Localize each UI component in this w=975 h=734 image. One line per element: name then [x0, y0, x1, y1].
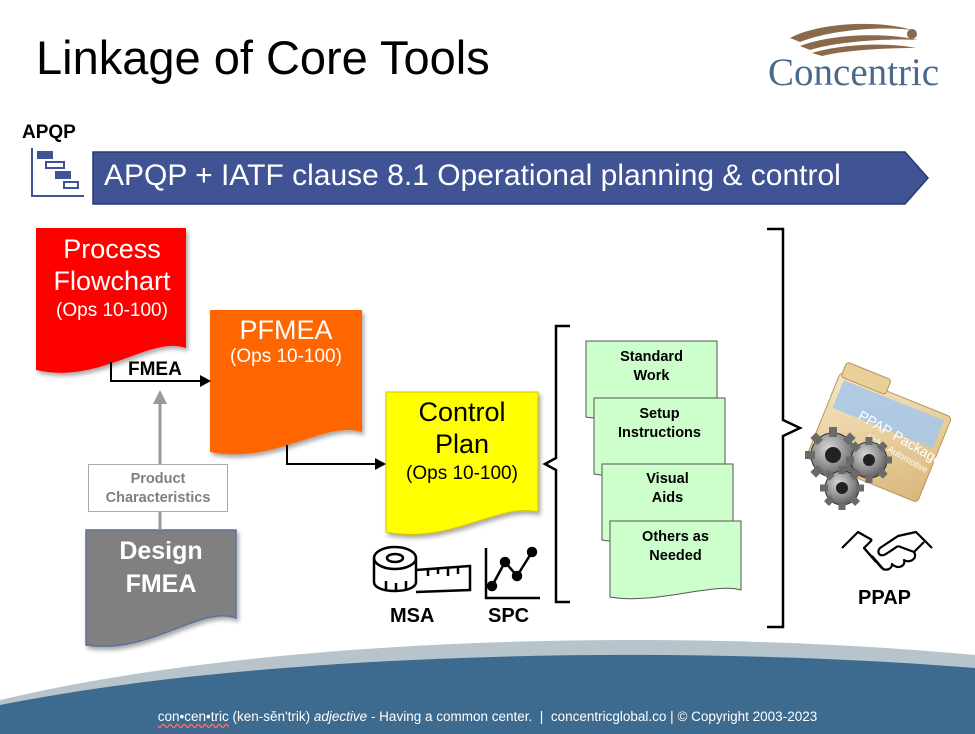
- handshake-icon: [841, 530, 933, 571]
- card-others-text: Others as Needed: [610, 528, 741, 566]
- process-flowchart-ops: (Ops 10-100): [56, 299, 168, 321]
- big-bracket: [767, 227, 803, 629]
- card-line1: Others as: [642, 529, 709, 545]
- cards-stack: [585, 340, 742, 600]
- product-characteristics-box: Product Characteristics: [88, 464, 228, 512]
- pfmea-ops: (Ops 10-100): [230, 346, 342, 368]
- card-others: [609, 520, 742, 600]
- spc-chart-icon: [484, 546, 540, 600]
- process-flowchart-line1: Process: [63, 234, 161, 264]
- pfmea-line1: PFMEA: [239, 315, 333, 345]
- gears-icon: [805, 427, 892, 510]
- footer-word: con•cen•tric: [157, 709, 229, 724]
- control-plan-doc: [385, 391, 539, 535]
- pfmea-doc: [210, 310, 362, 455]
- footer-pronunciation: (ken-sĕn'trik): [232, 709, 311, 724]
- card-line2: Needed: [649, 548, 702, 564]
- card-line1: Standard: [620, 349, 683, 365]
- design-fmea-text: Design FMEA: [86, 535, 236, 600]
- process-flowchart-text: Process Flowchart (Ops 10-100): [36, 233, 188, 323]
- fmea-label: FMEA: [128, 359, 182, 380]
- control-plan-line1: Control: [418, 397, 506, 427]
- footer-part-of-speech: adjective: [313, 709, 368, 724]
- product-characteristics-line2: Characteristics: [105, 490, 211, 506]
- process-flowchart-doc: [36, 228, 186, 373]
- banner-arrow: [92, 151, 930, 205]
- footer-definition: - Having a common center.: [370, 709, 533, 724]
- control-plan-ops: (Ops 10-100): [406, 462, 518, 484]
- footer: con•cen•tric (ken-sĕn'trik) adjective - …: [0, 709, 975, 724]
- cards-bracket: [542, 324, 570, 604]
- card-line2: Work: [633, 368, 670, 384]
- product-characteristics-line1: Product: [130, 471, 186, 487]
- card-visual-aids-text: Visual Aids: [602, 470, 733, 508]
- logo-swoosh-icon: [790, 23, 918, 56]
- card-line2: Aids: [651, 490, 684, 506]
- slide-title: Linkage of Core Tools: [36, 31, 490, 84]
- card-line1: Visual: [646, 471, 689, 487]
- card-line2: Instructions: [618, 425, 701, 441]
- design-fmea-line2: FMEA: [125, 569, 197, 598]
- design-fmea-line1: Design: [119, 537, 203, 565]
- ppap-label: PPAP: [858, 587, 911, 609]
- footer-copyright: © Copyright 2003-2023: [677, 709, 818, 724]
- control-plan-line2: Plan: [434, 429, 490, 460]
- footer-band: [0, 654, 975, 734]
- design-fmea-doc: [85, 529, 237, 648]
- footer-separator: |: [670, 709, 674, 724]
- logo: Concentric: [768, 51, 940, 94]
- footer-separator: |: [539, 709, 544, 724]
- msa-label: MSA: [390, 605, 435, 627]
- pfmea-text: PFMEA (Ops 10-100): [210, 314, 362, 369]
- spc-label: SPC: [488, 605, 530, 627]
- banner-text: APQP + IATF clause 8.1 Operational plann…: [104, 159, 841, 192]
- footer-website[interactable]: concentricglobal.co: [550, 709, 667, 724]
- card-setup-instructions-text: Setup Instructions: [594, 405, 725, 443]
- control-plan-text: Control Plan (Ops 10-100): [386, 396, 538, 486]
- card-line1: Setup: [639, 406, 680, 422]
- apqp-label: APQP: [22, 122, 76, 143]
- process-flowchart-line2: Flowchart: [53, 266, 171, 297]
- measuring-tape-icon: [372, 545, 472, 594]
- gantt-icon: [31, 148, 84, 197]
- card-standard-work-text: Standard Work: [586, 348, 717, 386]
